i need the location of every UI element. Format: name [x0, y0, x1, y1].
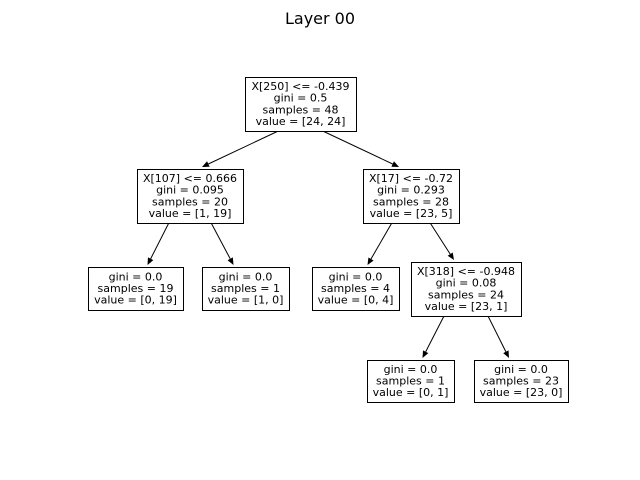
node-text-line: X[17] <= -0.72	[369, 172, 453, 185]
figure-title: Layer 00	[285, 9, 355, 28]
node-box	[202, 267, 290, 311]
node-box	[411, 262, 522, 317]
arrow-head	[227, 257, 234, 265]
tree-edge	[370, 222, 393, 260]
arrow-head	[503, 350, 509, 358]
node-text-line: value = [0, 1]	[373, 386, 449, 399]
tree-edges	[147, 130, 509, 358]
node-box	[363, 169, 460, 224]
node-text-line: value = [23, 5]	[370, 207, 453, 220]
node-text-line: samples = 1	[211, 282, 280, 295]
node-text-line: samples = 23	[483, 375, 559, 388]
node-text-line: value = [0, 19]	[94, 294, 177, 307]
node-text-line: samples = 4	[321, 282, 390, 295]
node-text-line: samples = 20	[152, 195, 228, 208]
node-text-line: gini = 0.0	[219, 270, 273, 283]
arrow-head	[367, 257, 374, 265]
node-text-line: gini = 0.08	[436, 277, 497, 290]
node-text-line: X[318] <= -0.948	[417, 265, 515, 278]
arrow-head	[422, 350, 429, 358]
node-text-line: samples = 28	[373, 195, 449, 208]
arrow-head	[202, 161, 210, 167]
arrow-head	[147, 257, 154, 265]
node-box	[245, 77, 357, 132]
node-text-line: value = [1, 0]	[208, 294, 284, 307]
arrow-head	[447, 252, 454, 260]
tree-edge	[487, 315, 507, 352]
node-text-line: gini = 0.0	[494, 363, 548, 376]
node-box	[474, 360, 569, 403]
node-text-line: X[107] <= 0.666	[143, 172, 237, 185]
tree-edge	[208, 130, 279, 165]
node-box	[312, 267, 400, 311]
node-text-line: gini = 0.5	[274, 92, 328, 105]
node-text-line: value = [1, 19]	[149, 207, 232, 220]
arrow-head	[391, 161, 399, 167]
node-text-line: gini = 0.0	[329, 270, 383, 283]
node-box	[367, 360, 455, 403]
tree-edge	[425, 315, 445, 352]
node-text-line: gini = 0.293	[377, 184, 445, 197]
node-text-line: gini = 0.095	[156, 184, 224, 197]
tree-edge	[429, 222, 451, 255]
tree-edge	[322, 130, 393, 165]
tree-edge	[150, 222, 170, 259]
node-text-line: samples = 1	[376, 375, 445, 388]
node-text-line: value = [23, 1]	[425, 300, 508, 313]
node-text-line: gini = 0.0	[384, 363, 438, 376]
node-text-line: samples = 48	[263, 103, 339, 116]
node-text-line: value = [0, 4]	[318, 294, 394, 307]
node-text-line: X[250] <= -0.439	[251, 80, 349, 93]
node-text-line: samples = 24	[428, 288, 504, 301]
node-text-line: value = [24, 24]	[256, 115, 346, 128]
node-text-line: gini = 0.0	[109, 270, 163, 283]
node-text-line: samples = 19	[98, 282, 174, 295]
node-box	[137, 169, 244, 224]
node-text-line: value = [23, 0]	[480, 386, 563, 399]
node-box	[88, 267, 184, 311]
tree-edge	[210, 222, 231, 260]
